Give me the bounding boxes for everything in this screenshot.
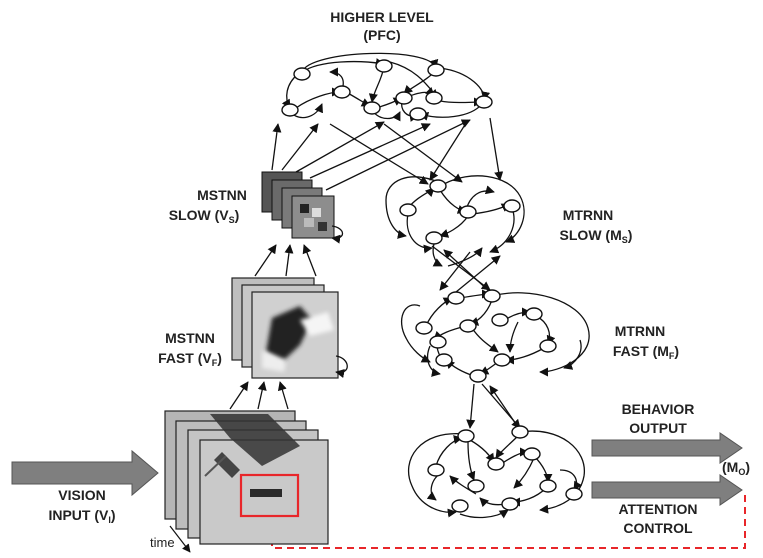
mstnn-fast-to-slow-arrow-3 [302,244,317,277]
pfc-node [333,85,351,99]
pfc-node [427,63,445,77]
mstnn-slow-to-pfc-arrows [271,119,471,191]
mtrnn-fast-node [491,313,509,327]
vision-to-mstnn-fast-arrow-2 [257,381,267,410]
vision-input-frames [164,410,329,545]
mtrnn-fast-node [539,339,557,353]
behavior-output-arrow [591,432,743,464]
pfc-node [375,59,393,73]
pfc-node [281,103,299,117]
attention-box [239,473,300,518]
mtrnn-fast-node [493,353,511,367]
vision-input-label-line2: INPUT (VI) [48,507,115,525]
time-arrow [169,525,191,553]
time-label: time [150,535,175,550]
pfc-node [475,95,493,109]
pfc-node [425,91,443,105]
mtrnn-fast-node [469,369,487,383]
mtrnn-slow-network [385,175,525,267]
mstnn-fast-label-line1: MSTNN [165,330,215,346]
mtrnn-fast-node [435,353,453,367]
mstnn-fast-label-line2: FAST (VF) [158,350,222,368]
mstnn-slow-label-line2: SLOW (VS) [169,207,240,225]
output-node [501,497,519,511]
mtrnn-slow-node [425,231,443,245]
mtrnn-fast-network [401,289,590,383]
mtrnn-fast-node [447,291,465,305]
mstnn-fast-to-slow-arrow-1 [254,244,277,277]
vision-input-arrow [11,449,159,497]
higher-level-label: HIGHER LEVEL [330,9,434,25]
vision-to-mstnn-fast-arrow-1 [229,381,249,410]
output-node [451,499,469,513]
output-node [457,429,475,443]
mtrnn-slow-to-fast-arrows [431,245,501,293]
mtrnn-fast-node [429,335,447,349]
pfc-node [395,91,413,105]
pfc-network [281,52,493,122]
output-network [407,425,585,519]
pfc-to-mtrnn-slow-arrows [329,117,504,185]
output-node [539,479,557,493]
attention-control-label-line1: ATTENTION [618,501,697,517]
output-node [487,457,505,471]
output-node [523,447,541,461]
mtrnn-slow-node [429,179,447,193]
mstnn-slow-label-line1: MSTNN [197,187,247,203]
mstnn-fast-to-slow-arrow-2 [284,244,294,277]
output-node [511,425,529,439]
mtrnn-fast-node [459,319,477,333]
mtrnn-fast-node [483,289,501,303]
output-node [467,479,485,493]
mstnn-slow-feature-maps [261,171,344,244]
mtrnn-slow-label-line1: MTRNN [563,207,614,223]
behavior-output-label-line2: OUTPUT [629,420,687,436]
mtrnn-fast-to-output-arrows [466,383,521,431]
mo-label: (MO) [722,459,750,477]
mtrnn-slow-node [503,199,521,213]
vision-input-label-line1: VISION [58,487,105,503]
mtrnn-slow-label-line2: SLOW (MS) [560,227,633,245]
mtrnn-slow-node [459,205,477,219]
attention-control-arrow [591,474,743,506]
attention-control-label-line2: CONTROL [623,520,693,536]
mstnn-fast-feature-maps [231,277,348,379]
pfc-node [409,107,427,121]
behavior-output-label-line1: BEHAVIOR [622,401,695,417]
mtrnn-fast-label-line1: MTRNN [615,323,666,339]
mtrnn-fast-label-line2: FAST (MF) [613,343,679,361]
mtrnn-slow-node [399,203,417,217]
output-node [427,463,445,477]
pfc-label: (PFC) [363,27,400,43]
pfc-node [293,67,311,81]
mtrnn-fast-node [415,321,433,335]
pfc-node [363,101,381,115]
output-node [565,487,583,501]
vision-to-mstnn-fast-arrow-3 [277,381,289,410]
mtrnn-fast-node [525,307,543,321]
